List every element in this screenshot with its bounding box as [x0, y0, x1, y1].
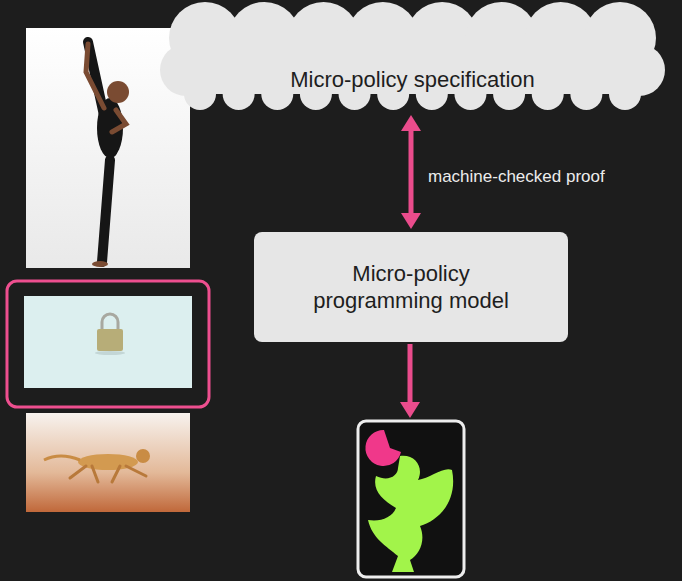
padlock-shackle [102, 314, 118, 330]
cloud-body [178, 36, 647, 94]
process-box: Micro-policy programming model [254, 232, 568, 342]
logo-frame [358, 421, 464, 577]
rooster-body [368, 456, 453, 572]
cheetah-legs [70, 466, 146, 482]
cheetah-photo [26, 413, 190, 512]
node-text: Micro-policy programming model [295, 260, 527, 315]
down-arrow [400, 344, 420, 418]
arrow-shaft [408, 344, 413, 404]
padlock-body [97, 329, 123, 351]
cheetah-head [136, 449, 150, 463]
photo-ground [24, 296, 192, 388]
rooster-head [365, 430, 401, 466]
arrow-head [400, 402, 420, 418]
rooster-logo [358, 421, 464, 577]
photo-ground [26, 413, 190, 512]
cloud-shape-outline [160, 0, 665, 112]
node-text: Micro-policy specification [290, 66, 535, 94]
edge-label: machine-checked proof [426, 166, 607, 188]
padlock-photo [7, 281, 209, 407]
dancer-arm [86, 44, 104, 108]
dancer-leg [102, 160, 110, 262]
dancer-arm [112, 110, 126, 132]
cloud-outline [160, 2, 665, 110]
proof-arrow [409, 131, 414, 213]
dancer-head [107, 81, 129, 103]
highlight-frame [7, 281, 209, 407]
padlock-shadow [95, 351, 125, 355]
cheetah-tail [44, 456, 80, 460]
dancer-foot [92, 261, 108, 267]
cloud-shape: Micro-policy specification [160, 0, 665, 112]
